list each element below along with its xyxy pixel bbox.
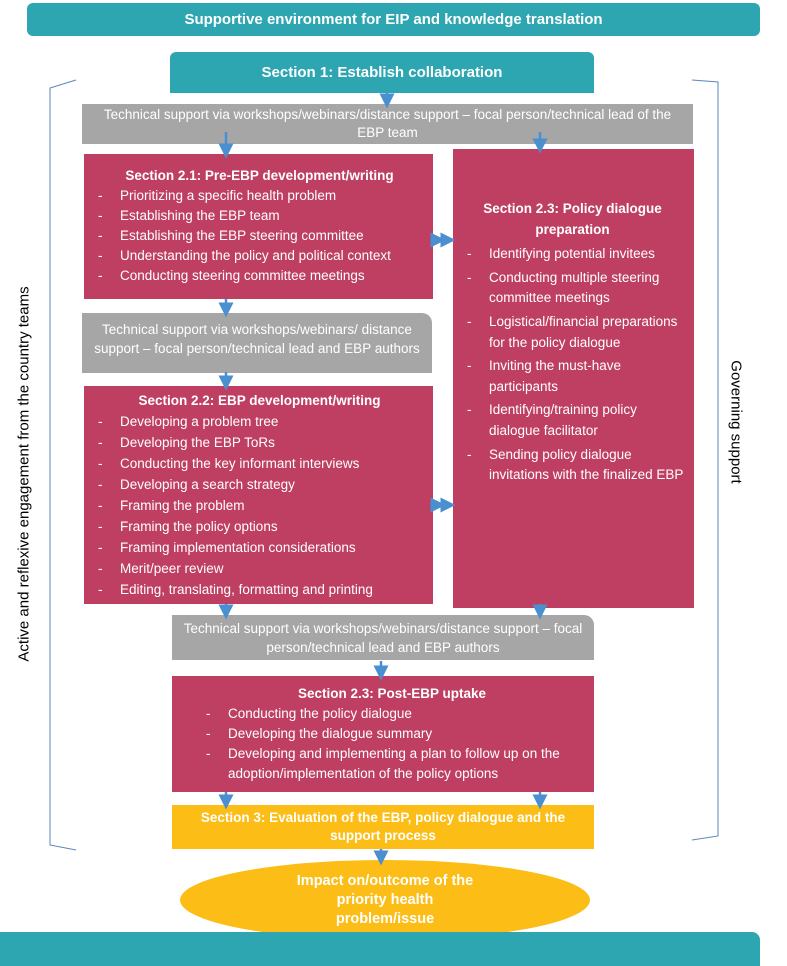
section-1-title: Section 1: Establish collaboration: [261, 64, 503, 81]
list-item: Establishing the EBP steering committee: [90, 226, 429, 246]
section-2-2-list: Developing a problem tree Developing the…: [90, 411, 429, 600]
section-2-3-prep-list: Identifying potential invitees Conductin…: [459, 244, 686, 486]
list-item: Editing, translating, formatting and pri…: [90, 579, 429, 600]
list-item: Identifying potential invitees: [459, 244, 686, 265]
list-item: Framing the problem: [90, 495, 429, 516]
section-3-box: Section 3: Evaluation of the EBP, policy…: [172, 805, 594, 849]
list-item: Establishing the EBP team: [90, 206, 429, 226]
section-2-3-prep-box: Section 2.3: Policy dialogue preparation…: [453, 149, 694, 608]
list-item: Conducting the policy dialogue: [198, 704, 586, 724]
list-item: Understanding the policy and political c…: [90, 246, 429, 266]
section-3-title: Section 3: Evaluation of the EBP, policy…: [200, 810, 566, 843]
header-title: Supportive environment for EIP and knowl…: [184, 11, 603, 28]
technical-support-box-1: Technical support via workshops/webinars…: [82, 104, 693, 144]
left-bracket: [49, 79, 77, 851]
list-item: Developing the dialogue summary: [198, 724, 586, 744]
list-item: Logistical/financial preparations for th…: [459, 312, 686, 353]
footer-bar: [0, 932, 760, 966]
technical-support-box-2: Technical support via workshops/webinars…: [82, 313, 432, 373]
technical-support-text-2: Technical support via workshops/webinars…: [94, 322, 420, 356]
list-item: Developing and implementing a plan to fo…: [198, 744, 586, 784]
section-2-2-title: Section 2.2: EBP development/writing: [138, 393, 381, 408]
impact-text: Impact on/outcome of the priority health…: [296, 872, 474, 927]
right-side-label: Governing support: [727, 360, 745, 484]
list-item: Conducting steering committee meetings: [90, 266, 429, 286]
list-item: Developing a search strategy: [90, 474, 429, 495]
list-item: Conducting the key informant interviews: [90, 453, 429, 474]
impact-ellipse: Impact on/outcome of the priority health…: [180, 860, 590, 940]
section-2-3-post-title: Section 2.3: Post-EBP uptake: [297, 686, 487, 701]
list-item: Framing implementation considerations: [90, 537, 429, 558]
list-item: Framing the policy options: [90, 516, 429, 537]
section-1-box: Section 1: Establish collaboration: [170, 52, 594, 93]
section-2-3-post-list: Conducting the policy dialogue Developin…: [198, 704, 586, 784]
section-2-1-list: Prioritizing a specific health problem E…: [90, 186, 429, 286]
list-item: Developing the EBP ToRs: [90, 432, 429, 453]
right-bracket: [691, 79, 719, 841]
list-item: Sending policy dialogue invitations with…: [459, 445, 686, 486]
technical-support-box-3: Technical support via workshops/webinars…: [172, 615, 594, 660]
section-2-3-prep-title: Section 2.3: Policy dialogue preparation: [483, 201, 662, 237]
header-banner: Supportive environment for EIP and knowl…: [27, 3, 760, 36]
list-item: Inviting the must-have participants: [459, 356, 686, 397]
list-item: Merit/peer review: [90, 558, 429, 579]
technical-support-text-1: Technical support via workshops/webinars…: [103, 107, 672, 140]
list-item: Identifying/training policy dialogue fac…: [459, 400, 686, 441]
section-2-1-title: Section 2.1: Pre-EBP development/writing: [125, 168, 394, 183]
section-2-1-box: Section 2.1: Pre-EBP development/writing…: [84, 154, 433, 299]
list-item: Prioritizing a specific health problem: [90, 186, 429, 206]
list-item: Conducting multiple steering committee m…: [459, 268, 686, 309]
section-2-3-post-box: Section 2.3: Post-EBP uptake Conducting …: [172, 676, 594, 792]
section-2-2-box: Section 2.2: EBP development/writing Dev…: [84, 386, 433, 604]
technical-support-text-3: Technical support via workshops/webinars…: [183, 621, 583, 655]
list-item: Developing a problem tree: [90, 411, 429, 432]
left-side-label: Active and reflexive engagement from the…: [15, 286, 33, 662]
